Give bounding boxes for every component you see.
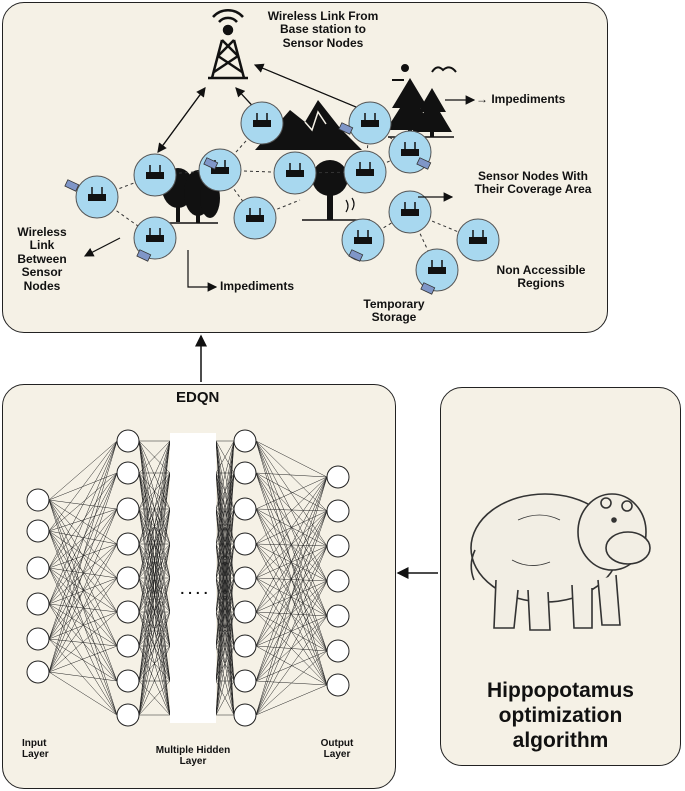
- sensor-node: [348, 101, 392, 145]
- neuron: [116, 566, 140, 590]
- sensor-node: [240, 101, 284, 145]
- sensor-node: [75, 175, 119, 219]
- neuron: [326, 569, 350, 593]
- neuron: [233, 566, 257, 590]
- neuron: [116, 703, 140, 727]
- neuron: [116, 634, 140, 658]
- sensor-node: [343, 150, 387, 194]
- neuron: [233, 429, 257, 453]
- neuron: [116, 669, 140, 693]
- base-station-tower-icon: [208, 8, 248, 80]
- neuron: [233, 669, 257, 693]
- wireless-between-label: Wireless Link Between Sensor Nodes: [17, 225, 67, 293]
- sensor-nodes: [75, 101, 500, 292]
- neuron: [233, 634, 257, 658]
- neuron: [116, 600, 140, 624]
- storage-box-icons: [64, 122, 436, 295]
- neuron: [326, 639, 350, 663]
- temporary-storage-label: Temporary Storage: [363, 297, 425, 325]
- edqn-title: EDQN: [176, 389, 220, 406]
- hidden-layer-ellipsis: . . . .: [180, 581, 208, 597]
- neuron: [326, 499, 350, 523]
- hidden-layer-gap: [170, 433, 216, 723]
- input-layer-label: Input Layer: [22, 738, 49, 761]
- neuron: [26, 660, 50, 684]
- neuron: [326, 673, 350, 697]
- sensor-node: [456, 218, 500, 262]
- neuron: [326, 534, 350, 558]
- nn-neurons: [26, 429, 350, 727]
- impediments-right-label: → Impediments: [476, 92, 566, 106]
- hippo-illustration: [470, 493, 651, 631]
- non-accessible-label: Non Accessible Regions: [496, 263, 586, 291]
- neuron: [26, 556, 50, 580]
- neuron: [326, 604, 350, 628]
- neuron: [116, 497, 140, 521]
- hippo-title: Hippopotamus optimization algorithm: [487, 679, 634, 753]
- sensor-node: [198, 148, 242, 192]
- sensor-node: [415, 248, 459, 292]
- neuron: [26, 488, 50, 512]
- wireless-link-base-label: Wireless Link From Base station to Senso…: [267, 9, 379, 50]
- neuron: [116, 461, 140, 485]
- sensor-node: [133, 216, 177, 260]
- neuron: [116, 532, 140, 556]
- sensor-coverage-label: Sensor Nodes With Their Coverage Area: [474, 169, 592, 197]
- neuron: [233, 600, 257, 624]
- pine-trees-icon: [386, 78, 454, 138]
- nn-connections: [48, 440, 328, 716]
- neuron: [326, 465, 350, 489]
- neuron: [26, 519, 50, 543]
- neuron: [233, 497, 257, 521]
- neuron: [233, 461, 257, 485]
- neuron: [233, 532, 257, 556]
- neuron: [233, 703, 257, 727]
- hidden-layer-label: Multiple Hidden Layer: [155, 745, 231, 768]
- neuron: [116, 429, 140, 453]
- sensor-node: [388, 190, 432, 234]
- sun-cloud-icon: [392, 64, 457, 81]
- neuron: [26, 592, 50, 616]
- neuron: [26, 627, 50, 651]
- sensor-node: [273, 151, 317, 195]
- output-layer-label: Output Layer: [320, 738, 354, 761]
- impediments-bottom-label: Impediments: [220, 279, 295, 293]
- sensor-node: [133, 153, 177, 197]
- sensor-node: [233, 196, 277, 240]
